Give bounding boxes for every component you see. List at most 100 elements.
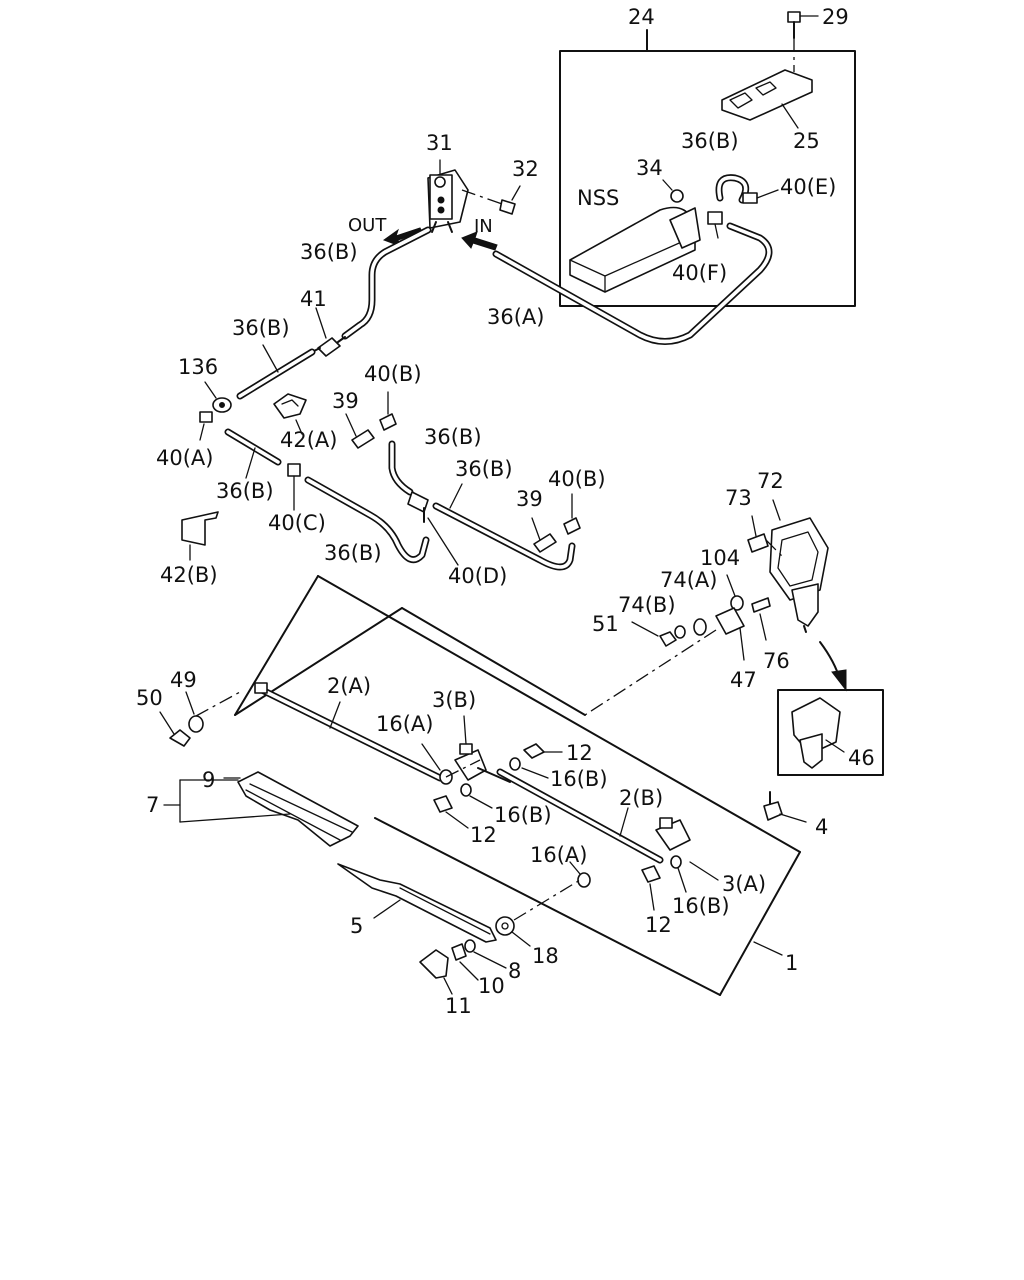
bush-16a-right xyxy=(569,861,591,888)
label-50: 50 xyxy=(136,686,163,710)
label-76: 76 xyxy=(763,649,790,673)
label-39-1: 39 xyxy=(332,389,359,413)
hose-36b-lower xyxy=(224,428,282,479)
linkage-frame-1 xyxy=(234,575,801,996)
label-42a: 42(A) xyxy=(280,428,337,452)
bracket-25 xyxy=(721,69,813,129)
label-36b-2: 36(B) xyxy=(232,316,290,340)
connector-40b-upper xyxy=(379,391,397,431)
check-valve-41 xyxy=(311,307,346,357)
label-7: 7 xyxy=(146,793,159,817)
label-25: 25 xyxy=(793,129,820,153)
label-31: 31 xyxy=(426,131,453,155)
label-136: 136 xyxy=(178,355,218,379)
label-10: 10 xyxy=(478,974,505,998)
label-out: OUT xyxy=(348,215,387,236)
label-1: 1 xyxy=(785,951,798,975)
washer-18 xyxy=(495,916,531,947)
nut-51 xyxy=(631,621,677,647)
label-104: 104 xyxy=(700,546,740,570)
label-16a-1: 16(A) xyxy=(376,712,433,736)
connector-40b-lower xyxy=(563,493,581,535)
label-18: 18 xyxy=(532,944,559,968)
label-11: 11 xyxy=(445,994,472,1018)
label-3a: 3(A) xyxy=(722,872,766,896)
washer-74a xyxy=(693,618,707,636)
label-40e: 40(E) xyxy=(780,175,836,199)
label-nss: NSS xyxy=(577,186,619,210)
label-5: 5 xyxy=(350,914,363,938)
label-40b-2: 40(B) xyxy=(548,467,606,491)
grommet-49 xyxy=(185,691,241,733)
tank-assembly-box xyxy=(559,29,856,307)
washer-16b-a xyxy=(509,757,549,779)
center-line xyxy=(445,759,581,921)
wiper-blade-9 xyxy=(223,771,359,847)
bracket-7 xyxy=(163,779,291,823)
label-36b-6: 36(B) xyxy=(324,541,382,565)
nut-12-b xyxy=(433,795,469,829)
hose-36b-right xyxy=(432,483,576,571)
label-39-2: 39 xyxy=(516,487,543,511)
label-16b-2: 16(B) xyxy=(494,803,552,827)
callout-labels: 24 29 25 31 32 34 36(B) 40(E) NSS 40(F) … xyxy=(136,5,875,1018)
wiper-arm-5 xyxy=(337,863,497,943)
connector-40c xyxy=(287,463,301,511)
label-12-3: 12 xyxy=(645,913,672,937)
label-49: 49 xyxy=(170,668,197,692)
label-24: 24 xyxy=(628,5,655,29)
hose-36b-straight xyxy=(236,344,316,400)
label-73: 73 xyxy=(725,486,752,510)
label-2b: 2(B) xyxy=(619,786,663,810)
washer-74b xyxy=(674,625,686,639)
label-74b: 74(B) xyxy=(618,593,676,617)
connector-40a xyxy=(199,411,213,441)
label-40f: 40(F) xyxy=(672,261,727,285)
pivot-3a xyxy=(655,817,719,881)
t-connector-40d xyxy=(407,491,459,566)
link-47 xyxy=(584,607,745,716)
nut-12-a xyxy=(523,743,563,759)
label-40d: 40(D) xyxy=(448,564,507,588)
label-16b-3: 16(B) xyxy=(672,894,730,918)
label-36a: 36(A) xyxy=(487,305,544,329)
bolt-29 xyxy=(787,11,819,72)
hose-36b-out xyxy=(341,226,432,340)
nut-10 xyxy=(451,943,479,981)
washer-8 xyxy=(464,939,507,969)
label-47: 47 xyxy=(730,668,757,692)
hose-36b-middle xyxy=(388,440,414,496)
connector-40e xyxy=(742,189,779,204)
hose-loop-36b xyxy=(715,174,750,204)
clip-42b xyxy=(181,511,219,561)
label-41: 41 xyxy=(300,287,327,311)
label-46: 46 xyxy=(848,746,875,770)
label-36b-5: 36(B) xyxy=(455,457,513,481)
bolt-32 xyxy=(461,185,521,215)
label-8: 8 xyxy=(508,959,521,983)
bolt-76 xyxy=(751,597,771,641)
washer-104 xyxy=(726,574,744,611)
label-9: 9 xyxy=(202,768,215,792)
detail-box-46 xyxy=(777,689,884,776)
connector-40f xyxy=(707,211,723,239)
rod-2a xyxy=(254,682,444,782)
grommet-136 xyxy=(204,381,232,413)
detail-arrow xyxy=(819,641,847,692)
wiper-motor-72 xyxy=(769,499,829,633)
label-36b-3: 36(B) xyxy=(424,425,482,449)
label-29: 29 xyxy=(822,5,849,29)
washer-tank xyxy=(569,206,701,293)
washer-pump-31 xyxy=(427,159,469,233)
label-72: 72 xyxy=(757,469,784,493)
label-74a: 74(A) xyxy=(660,568,717,592)
label-12-2: 12 xyxy=(470,823,497,847)
washer-16b-c xyxy=(670,855,687,893)
hose-36a xyxy=(492,222,773,345)
label-4: 4 xyxy=(815,815,828,839)
label-40c: 40(C) xyxy=(268,511,326,535)
label-40b-1: 40(B) xyxy=(364,362,422,386)
label-in: IN xyxy=(474,216,493,237)
